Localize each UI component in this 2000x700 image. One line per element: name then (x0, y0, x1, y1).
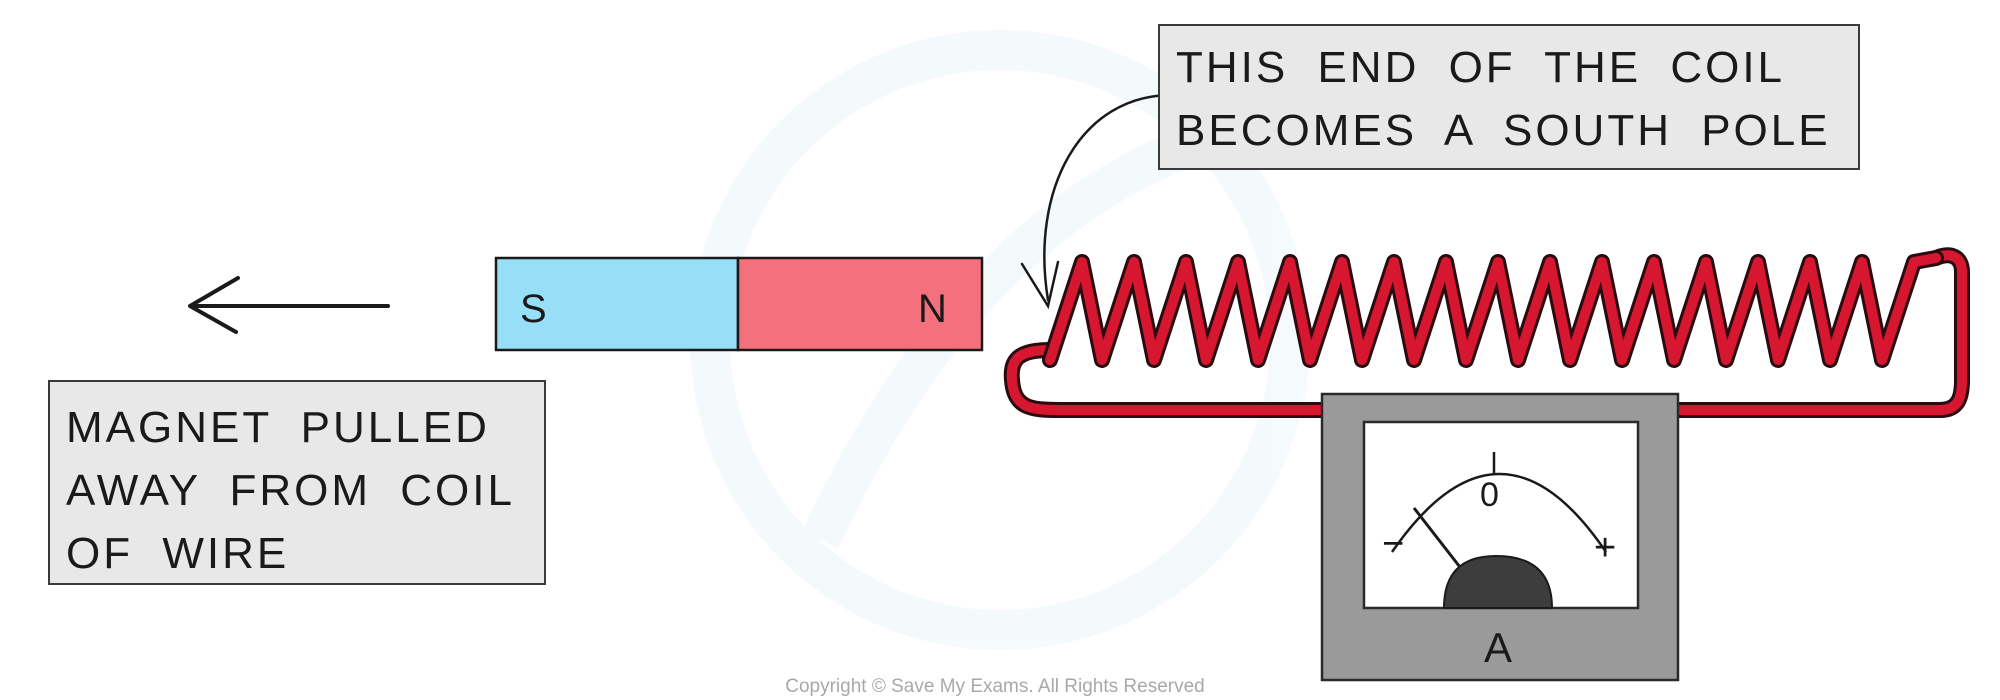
copyright-notice: Copyright © Save My Exams. All Rights Re… (785, 676, 1204, 697)
motion-arrow-left (188, 276, 390, 334)
callout-box: THIS END OF THE COIL BECOMES A SOUTH POL… (1158, 24, 1860, 170)
caption-line-1: MAGNET PULLED (66, 403, 490, 452)
callout-line-2: BECOMES A SOUTH POLE (1176, 106, 1831, 155)
magnet-north-half (736, 256, 984, 352)
ammeter-plus-label: + (1594, 527, 1616, 569)
magnet-south-label: S (520, 287, 547, 331)
wire-coil (1003, 247, 1970, 418)
caption-line-2: AWAY FROM COIL (66, 466, 515, 515)
ammeter-zero-label: 0 (1480, 476, 1499, 514)
bar-magnet: S N (494, 256, 984, 352)
caption-line-3: OF WIRE (66, 529, 290, 578)
magnet-south-half (494, 256, 740, 352)
callout-line-1: THIS END OF THE COIL (1176, 43, 1786, 92)
caption-box: MAGNET PULLED AWAY FROM COIL OF WIRE (48, 380, 546, 585)
ammeter: 0 − + A (1320, 392, 1680, 682)
magnet-north-label: N (918, 287, 947, 331)
ammeter-unit-label: A (1484, 624, 1512, 671)
ammeter-minus-label: − (1382, 523, 1404, 565)
ammeter-pivot (1442, 554, 1554, 609)
